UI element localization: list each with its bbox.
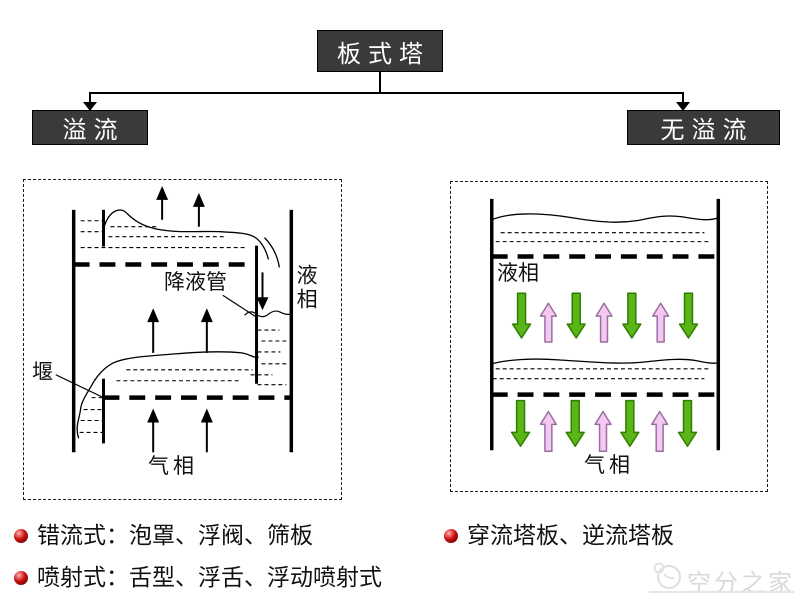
red-sphere-bullet-icon (14, 529, 28, 543)
weir-label-pointer (55, 374, 104, 399)
liquid-texture (79, 220, 288, 433)
downcomer-liquid-level (244, 310, 291, 318)
liquid-down-arrow-icon (256, 297, 269, 311)
gas-up-arrow-icon (192, 192, 205, 207)
counterflow-tray-panel (450, 181, 768, 492)
downcomer-label: 降液管 (164, 270, 227, 294)
watermark-divider (649, 591, 794, 593)
gas-up-arrow-icon (651, 302, 670, 343)
gas-up-arrow-icon (539, 302, 558, 343)
lower-liquid-surface (491, 358, 719, 365)
node-overflow: 溢流 (32, 110, 148, 145)
connector-stem (379, 72, 381, 93)
node-overflow-label: 溢流 (62, 118, 125, 144)
weir-label: 堰 (32, 360, 53, 384)
gas-phase-label-right: 气相 (584, 453, 634, 477)
liquid-down-arrow-icon (511, 292, 532, 339)
node-no-overflow-label: 无溢流 (660, 118, 754, 144)
liquid-down-arrow-icon (622, 292, 642, 339)
liquid-down-arrow-icon (566, 292, 586, 339)
connector-left-arrowhead-icon (83, 102, 97, 111)
note-jet: 喷射式：舌型、浮舌、浮动喷射式 (14, 565, 382, 591)
liquid-down-arrow-icon (620, 399, 640, 448)
node-no-overflow: 无溢流 (627, 110, 780, 145)
flow-arrow-row-2 (510, 399, 698, 452)
downcomer-label-pointer (222, 294, 257, 318)
crossflow-tray-panel (23, 179, 342, 500)
red-sphere-bullet-icon (444, 529, 458, 543)
note-crossflow-text: 错流式：泡罩、浮阀、筛板 (37, 523, 313, 548)
gas-up-arrow-icon (200, 408, 213, 423)
upper-froth-surface (102, 209, 270, 260)
crossflow-tray-diagram (55, 185, 294, 453)
flow-arrowheads (147, 185, 269, 423)
gas-arrow-stems (152, 198, 264, 453)
flow-arrow-row-1 (511, 292, 699, 343)
gas-phase-label-left: 气相 (148, 454, 198, 478)
note-jet-text: 喷射式：舌型、浮舌、浮动喷射式 (37, 565, 382, 590)
upper-liquid-surface (491, 213, 719, 223)
gas-up-arrow-icon (595, 302, 613, 343)
gas-up-arrow-icon (539, 410, 558, 452)
liquid-down-arrow-icon (510, 399, 531, 448)
counterflow-tray-diagram (490, 198, 721, 452)
root-node-label: 板式塔 (337, 41, 430, 68)
gas-up-arrow-icon (147, 308, 160, 323)
gas-up-arrow-icon (200, 308, 213, 323)
connector-left-stub (89, 93, 91, 103)
downcomer-spill-curve (264, 237, 281, 268)
connector-right-stub (682, 93, 684, 103)
root-node-plate-tower: 板式塔 (317, 30, 443, 72)
red-sphere-bullet-icon (14, 571, 28, 585)
gas-up-arrow-icon (147, 408, 160, 423)
liquid-phase-label-left: 液相 (294, 264, 319, 312)
liquid-down-arrow-icon (678, 292, 699, 339)
note-throughflow: 穿流塔板、逆流塔板 (444, 523, 674, 549)
gas-up-arrow-icon (156, 185, 169, 200)
gas-up-arrow-icon (594, 410, 612, 452)
gas-up-arrow-icon (650, 410, 669, 452)
connector-horizontal (89, 92, 684, 94)
liquid-texture (492, 232, 712, 380)
liquid-down-arrow-icon (565, 399, 585, 448)
watermark-logo-icon (653, 562, 681, 589)
note-crossflow: 错流式：泡罩、浮阀、筛板 (14, 523, 313, 549)
lower-froth-surface (76, 351, 259, 439)
note-throughflow-text: 穿流塔板、逆流塔板 (467, 523, 674, 548)
liquid-phase-label-right: 液相 (497, 261, 539, 285)
liquid-down-arrow-icon (677, 399, 698, 448)
connector-right-arrowhead-icon (676, 102, 690, 111)
